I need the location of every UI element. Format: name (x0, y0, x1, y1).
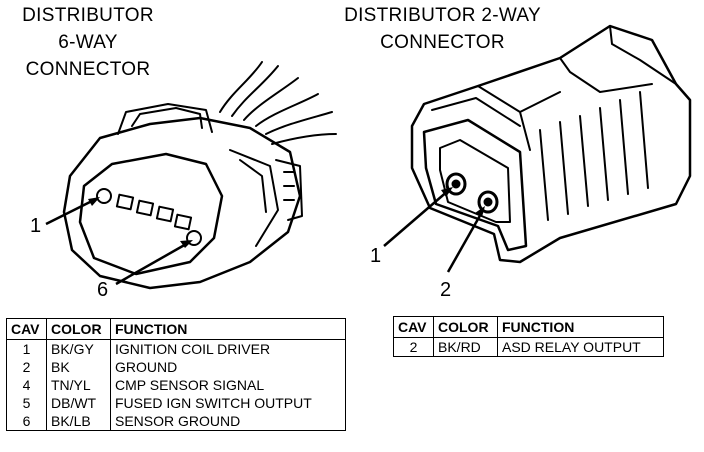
header-cav: CAV (6, 318, 47, 340)
cell-function: FUSED IGN SWITCH OUTPUT (110, 394, 346, 412)
cell-color: BK/LB (46, 412, 111, 431)
six-way-connector-drawing (62, 61, 337, 290)
right-title-line-2: CONNECTOR (380, 32, 505, 53)
header-function: FUNCTION (497, 316, 664, 338)
cell-function: SENSOR GROUND (110, 412, 346, 431)
left-title-line-3: CONNECTOR (25, 59, 151, 80)
header-cav: CAV (393, 316, 434, 338)
header-function: FUNCTION (110, 318, 346, 340)
two-way-connector-drawing (410, 24, 692, 264)
header-color: COLOR (433, 316, 498, 338)
two-way-pinout-table: CAV COLOR FUNCTION 2 BK/RD ASD RELAY OUT… (393, 316, 664, 357)
right-title-line-1: DISTRIBUTOR 2-WAY (344, 5, 541, 26)
leader-left-6 (115, 241, 189, 286)
cell-cav: 5 (6, 394, 47, 412)
leader-left-1 (45, 197, 97, 226)
left-title-line-1: DISTRIBUTOR (22, 5, 154, 26)
cell-cav: 4 (6, 376, 47, 394)
cell-color: BK (46, 358, 111, 376)
table-row: 2 BK GROUND (6, 358, 346, 376)
table-row: 2 BK/RD ASD RELAY OUTPUT (393, 337, 664, 357)
cell-color: TN/YL (46, 376, 111, 394)
table-row: 4 TN/YL CMP SENSOR SIGNAL (6, 376, 346, 394)
table-row: 1 BK/GY IGNITION COIL DRIVER (6, 339, 346, 358)
right-connector-title: DISTRIBUTOR 2-WAY CONNECTOR (325, 2, 560, 56)
header-color: COLOR (46, 318, 111, 340)
callout-left-6: 6 (97, 279, 109, 301)
cell-cav: 1 (6, 339, 47, 358)
left-title-line-2: 6-WAY (58, 32, 118, 53)
cell-cav: 6 (6, 412, 47, 431)
left-connector-title: DISTRIBUTOR 6-WAY CONNECTOR (0, 2, 176, 83)
cell-function: CMP SENSOR SIGNAL (110, 376, 346, 394)
cell-function: IGNITION COIL DRIVER (110, 339, 346, 358)
cell-color: DB/WT (46, 394, 111, 412)
cell-function: GROUND (110, 358, 346, 376)
table-header-row: CAV COLOR FUNCTION (393, 316, 664, 338)
leader-right-2 (446, 211, 484, 273)
cell-cav: 2 (393, 337, 434, 357)
table-row: 6 BK/LB SENSOR GROUND (6, 412, 346, 431)
callout-right-1: 1 (370, 245, 382, 267)
leader-right-1 (383, 189, 450, 247)
cell-function: ASD RELAY OUTPUT (497, 337, 664, 357)
cell-color: BK/RD (433, 337, 498, 357)
table-row: 5 DB/WT FUSED IGN SWITCH OUTPUT (6, 394, 346, 412)
table-header-row: CAV COLOR FUNCTION (6, 318, 346, 340)
cell-color: BK/GY (46, 339, 111, 358)
callout-left-1: 1 (30, 215, 42, 237)
six-way-pinout-table: CAV COLOR FUNCTION 1 BK/GY IGNITION COIL… (6, 318, 346, 431)
cell-cav: 2 (6, 358, 47, 376)
callout-right-2: 2 (440, 279, 452, 301)
